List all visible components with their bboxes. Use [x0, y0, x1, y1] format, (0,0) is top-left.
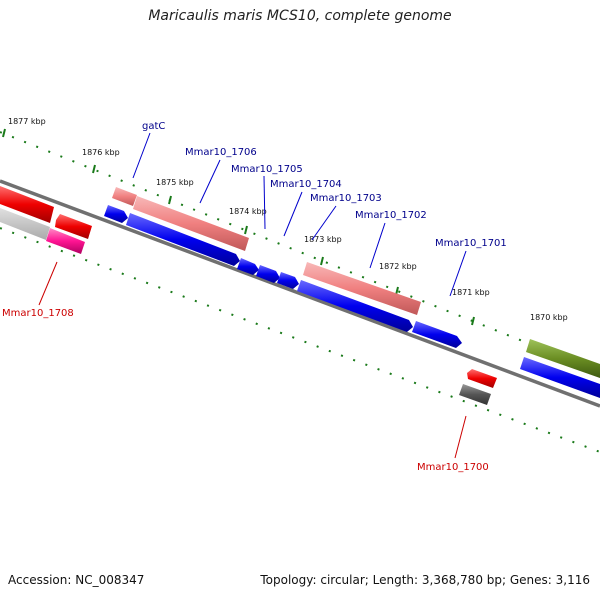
feature-red-1700[interactable]	[467, 369, 497, 388]
kbp-label-1872: 1872 kbp	[379, 262, 417, 271]
cds-arrow-1[interactable]	[104, 205, 128, 223]
gene-label-mmar10-1701[interactable]: Mmar10_1701	[435, 238, 507, 249]
topology-summary: Topology: circular; Length: 3,368,780 bp…	[260, 573, 590, 587]
feature-olive[interactable]	[526, 339, 600, 378]
leader-lines-red	[38, 261, 467, 459]
kbp-label-1873: 1873 kbp	[304, 235, 342, 244]
kbp-label-1877: 1877 kbp	[8, 117, 46, 126]
feature-pink-1706[interactable]	[133, 196, 249, 251]
inner-scale-track	[0, 227, 600, 453]
gene-label-mmar10-1703[interactable]: Mmar10_1703	[310, 193, 382, 204]
cds-arrow-2[interactable]	[126, 213, 240, 266]
cds-arrow-5[interactable]	[277, 272, 299, 289]
feature-magenta[interactable]	[46, 228, 85, 254]
feature-red-left[interactable]	[0, 186, 54, 223]
kbp-label-1876: 1876 kbp	[82, 148, 120, 157]
accession-label: Accession: NC_008347	[8, 573, 145, 587]
gene-label-mmar10-1708[interactable]: Mmar10_1708	[2, 308, 74, 319]
cds-arrow-7[interactable]	[412, 321, 462, 348]
gene-label-mmar10-1704[interactable]: Mmar10_1704	[270, 179, 342, 190]
feature-gray-left[interactable]	[0, 208, 50, 240]
kbp-label-1871: 1871 kbp	[452, 288, 490, 297]
gene-label-mmar10-1706[interactable]: Mmar10_1706	[185, 147, 257, 158]
gene-label-gatc[interactable]: gatC	[142, 121, 165, 132]
feature-gray-1700[interactable]	[459, 384, 491, 405]
feature-gatc[interactable]	[112, 187, 137, 206]
cds-arrow-8[interactable]	[520, 357, 600, 398]
feature-pink-1702[interactable]	[303, 262, 421, 315]
genome-title: Maricaulis maris MCS10, complete genome	[148, 8, 452, 24]
gene-label-mmar10-1700[interactable]: Mmar10_1700	[417, 462, 489, 473]
feature-red-left-arrow[interactable]	[55, 214, 92, 239]
kbp-label-1870: 1870 kbp	[530, 313, 568, 322]
cds-arrow-6[interactable]	[297, 280, 413, 332]
genome-backbone	[0, 179, 600, 408]
kbp-label-1874: 1874 kbp	[229, 207, 267, 216]
cds-arrow-4[interactable]	[256, 265, 280, 283]
leader-lines-blue	[132, 132, 467, 297]
gene-label-mmar10-1702[interactable]: Mmar10_1702	[355, 210, 427, 221]
gene-label-mmar10-1705[interactable]: Mmar10_1705	[231, 164, 303, 175]
kbp-label-1875: 1875 kbp	[156, 178, 194, 187]
cds-arrow-3[interactable]	[237, 258, 259, 275]
